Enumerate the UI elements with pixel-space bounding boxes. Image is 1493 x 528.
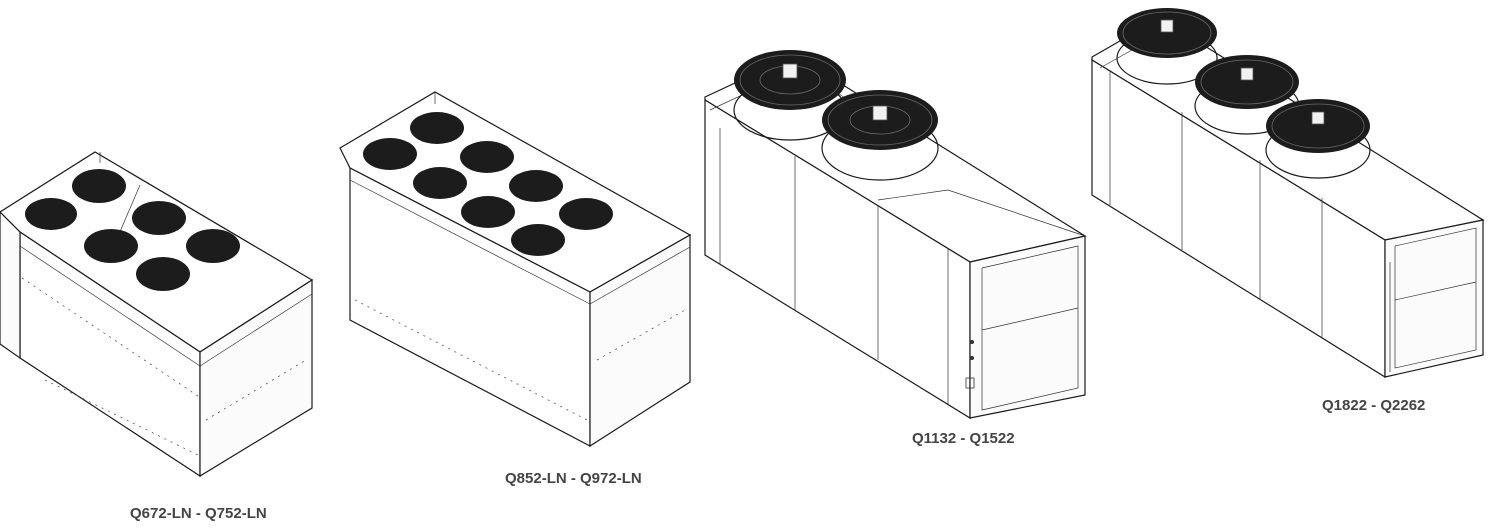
fan-icon [509, 170, 563, 202]
unit-1-caption: Q672-LN - Q752-LN [130, 505, 267, 522]
fan-icon [1195, 55, 1299, 109]
unit-1-side-panel [199, 278, 313, 478]
fan-icon [511, 224, 565, 256]
fan-icon [559, 198, 613, 230]
unit-3-caption: Q1132 - Q1522 [912, 430, 1015, 447]
fan-icon [186, 229, 240, 263]
unit-2-caption: Q852-LN - Q972-LN [505, 470, 642, 487]
chiller-unit-1: Q672-LN - Q752-LN [0, 0, 330, 528]
chiller-unit-2-drawing [339, 91, 692, 448]
fan-icon [132, 201, 186, 235]
unit-2-fans [363, 112, 613, 256]
unit-4-side-panel [1384, 219, 1484, 378]
fan-icon [413, 167, 467, 199]
chiller-unit-4-drawing [1091, 8, 1485, 379]
fan-icon [84, 229, 138, 263]
fan-icon [1117, 8, 1217, 58]
unit-2-side-panel [589, 233, 691, 448]
chiller-unit-3-drawing [704, 50, 1087, 420]
fan-icon [460, 141, 514, 173]
fan-icon [72, 169, 126, 203]
chiller-unit-3: Q1132 - Q1522 [700, 0, 1090, 528]
fan-icon [1266, 99, 1370, 153]
fan-icon [461, 196, 515, 228]
unit-4-fans [1116, 8, 1371, 179]
unit-3-side-panel [969, 235, 1086, 419]
chiller-unit-1-drawing [0, 151, 314, 478]
fan-icon [136, 257, 190, 291]
chiller-unit-4: Q1822 - Q2262 [1090, 0, 1493, 528]
fan-icon [410, 112, 464, 144]
fan-icon [734, 50, 846, 110]
chiller-unit-2: Q852-LN - Q972-LN [335, 0, 695, 528]
fan-icon [25, 198, 77, 230]
fan-icon [363, 138, 417, 170]
unit-1-fans [25, 169, 240, 291]
unit-4-caption: Q1822 - Q2262 [1322, 397, 1426, 414]
unit-3-fans [733, 50, 939, 181]
